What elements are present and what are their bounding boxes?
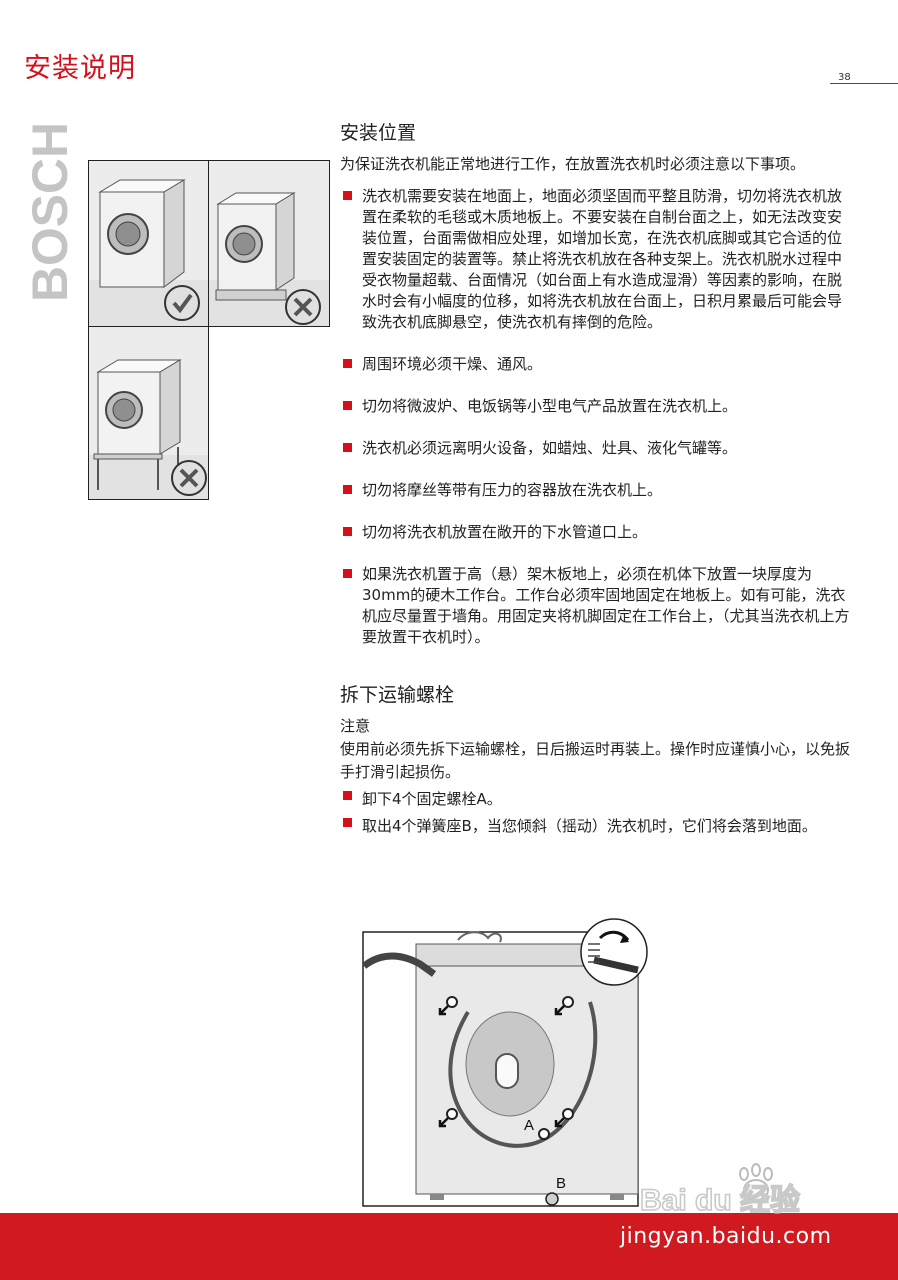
section-title-transport-bolts: 拆下运输螺栓 <box>340 684 455 706</box>
watermark-url: jingyan.baidu.com <box>620 1224 832 1249</box>
transport-bolts-section: 拆下运输螺栓 注意 使用前必须先拆下运输螺栓，日后搬运时再装上。操作时应谨慎小心… <box>340 680 850 840</box>
transport-bolt-bullets: 卸下4个固定螺栓A。 取出4个弹簧座B，当您倾斜（摇动）洗衣机时，它们将会落到地… <box>340 786 850 840</box>
page-number: 38 <box>838 72 851 83</box>
list-item: 洗衣机需要安装在地面上，地面必须坚固而平整且防滑，切勿将洗衣机放置在柔软的毛毯或… <box>340 186 850 333</box>
note-label: 注意 <box>340 717 371 735</box>
panel-stand-wrong <box>88 326 209 500</box>
list-item: 切勿将摩丝等带有压力的容器放在洗衣机上。 <box>340 480 850 501</box>
bolt-label-a: A <box>524 1117 534 1134</box>
bullet-square-icon <box>343 485 352 494</box>
section-title-installation: 安装位置 <box>340 122 417 144</box>
list-item: 如果洗衣机置于高（悬）架木板地上，必须在机体下放置一块厚度为30mm的硬木工作台… <box>340 564 850 648</box>
watermark-logo-text: Bai du 经验 <box>640 1183 800 1217</box>
bullet-square-icon <box>343 527 352 536</box>
list-item: 切勿将微波炉、电饭锅等小型电气产品放置在洗衣机上。 <box>340 396 850 417</box>
panel-raised-wrong <box>208 160 330 327</box>
list-item: 卸下4个固定螺栓A。 <box>340 786 850 813</box>
installation-position-figure <box>88 160 330 500</box>
bullet-square-icon <box>343 359 352 368</box>
spring-seat-label-b: B <box>556 1175 566 1192</box>
bosch-logo: BOSCH <box>28 122 72 302</box>
bullet-square-icon <box>343 401 352 410</box>
installation-bullets: 洗衣机需要安装在地面上，地面必须坚固而平整且防滑，切勿将洗衣机放置在柔软的毛毯或… <box>340 186 850 648</box>
panel-floor-correct <box>88 160 209 327</box>
note-text: 使用前必须先拆下运输螺栓，日后搬运时再装上。操作时应谨慎小心，以免扳手打滑引起损… <box>340 740 851 781</box>
installation-intro: 为保证洗衣机能正常地进行工作，在放置洗衣机时必须注意以下事项。 <box>340 155 806 173</box>
brand-text: BOSCH <box>28 122 72 302</box>
list-item: 洗衣机必须远离明火设备，如蜡烛、灶具、液化气罐等。 <box>340 438 850 459</box>
bullet-square-icon <box>343 191 352 200</box>
list-item: 切勿将洗衣机放置在敞开的下水管道口上。 <box>340 522 850 543</box>
page-title: 安装说明 <box>24 53 136 84</box>
header-rule <box>830 83 898 84</box>
bullet-square-icon <box>343 569 352 578</box>
bullet-square-icon <box>343 443 352 452</box>
bullet-square-icon <box>343 791 352 800</box>
footer-bar <box>0 1213 898 1280</box>
bullet-square-icon <box>343 818 352 827</box>
list-item: 周围环境必须干燥、通风。 <box>340 354 850 375</box>
baidu-jingyan-watermark-logo: Bai du 经验 <box>640 1163 801 1218</box>
list-item: 取出4个弹簧座B，当您倾斜（摇动）洗衣机时，它们将会落到地面。 <box>340 813 850 840</box>
transport-bolts-figure: A B <box>362 918 648 1207</box>
main-content: 安装位置 为保证洗衣机能正常地进行工作，在放置洗衣机时必须注意以下事项。 洗衣机… <box>340 118 850 840</box>
